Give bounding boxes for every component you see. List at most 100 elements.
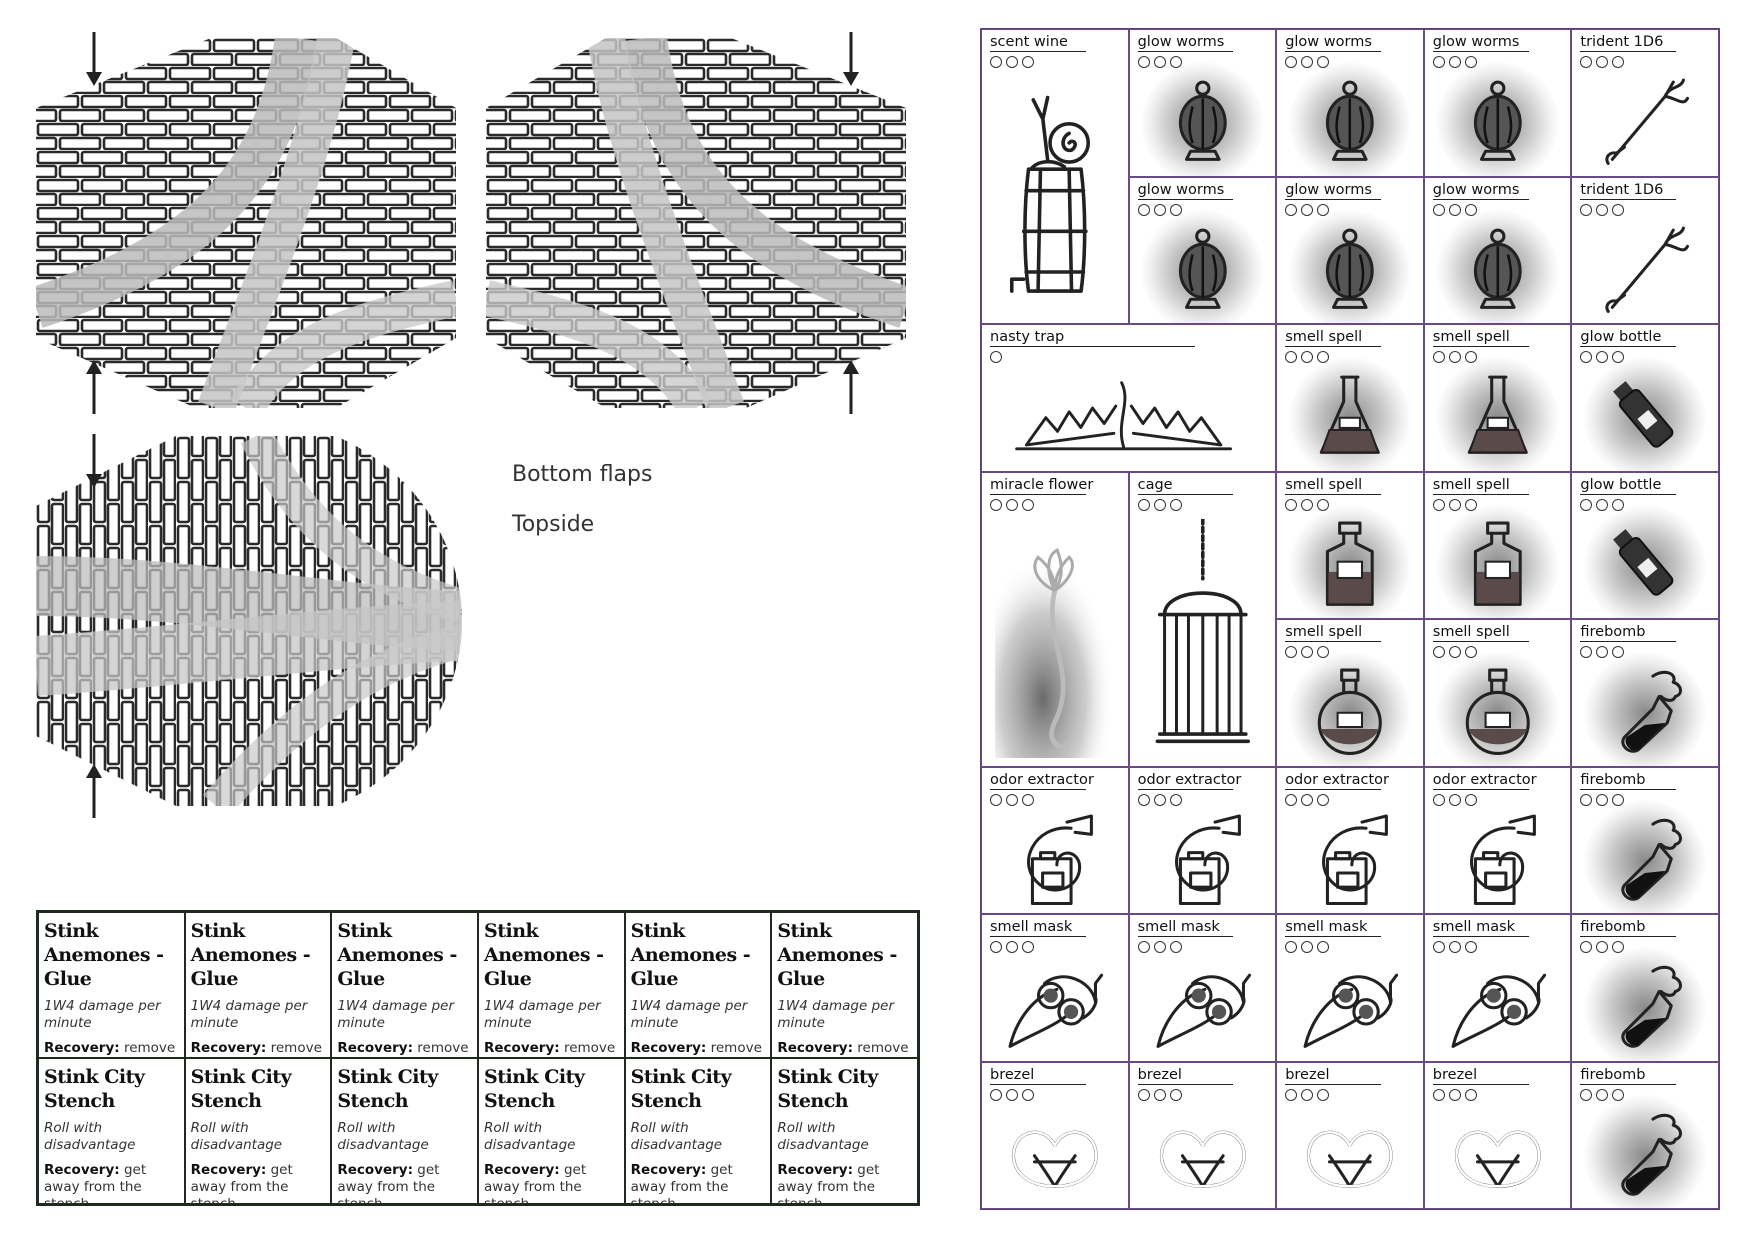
usage-pip-checkbox[interactable] — [1137, 1088, 1150, 1101]
usage-pip-checkbox[interactable] — [1317, 1088, 1330, 1101]
arrow-down-icon — [86, 32, 102, 86]
usage-pip-checkbox[interactable] — [1301, 646, 1314, 658]
usage-pip-checkbox[interactable] — [1612, 56, 1625, 68]
usage-pip-checkbox[interactable] — [1612, 203, 1625, 216]
usage-pip-checkbox[interactable] — [1137, 941, 1150, 953]
usage-pip-checkbox[interactable] — [1596, 351, 1609, 363]
usage-pip-checkbox[interactable] — [1596, 1088, 1609, 1101]
usage-pip-checkbox[interactable] — [1153, 498, 1166, 511]
usage-pip-checkbox[interactable] — [1285, 498, 1298, 511]
usage-pip-checkbox[interactable] — [1137, 498, 1150, 511]
usage-pip-checkbox[interactable] — [1432, 351, 1445, 363]
usage-pip-checkbox[interactable] — [1464, 1088, 1477, 1101]
usage-pip-checkbox[interactable] — [1006, 793, 1018, 806]
usage-pip-checkbox[interactable] — [1301, 351, 1314, 363]
usage-pip-checkbox[interactable] — [1153, 1088, 1166, 1101]
usage-pip-checkbox[interactable] — [1022, 56, 1034, 68]
usage-pip-checkbox[interactable] — [1580, 498, 1593, 511]
usage-pip-checkbox[interactable] — [1153, 793, 1166, 806]
usage-pip-checkbox[interactable] — [1301, 203, 1314, 216]
usage-pip-checkbox[interactable] — [1432, 1088, 1445, 1101]
usage-pip-checkbox[interactable] — [1432, 56, 1445, 68]
usage-pip-checkbox[interactable] — [1006, 56, 1018, 68]
label-bottom-flaps: Bottom flaps — [512, 462, 653, 487]
usage-pip-checkbox[interactable] — [1285, 941, 1298, 953]
usage-pip-checkbox[interactable] — [1448, 1088, 1461, 1101]
usage-pip-checkbox[interactable] — [1137, 793, 1150, 806]
usage-pip-checkbox[interactable] — [1285, 203, 1298, 216]
usage-pip-checkbox[interactable] — [1169, 498, 1182, 511]
usage-pip-checkbox[interactable] — [1464, 941, 1477, 953]
usage-pip-checkbox[interactable] — [990, 56, 1002, 68]
usage-pip-checkbox[interactable] — [1006, 941, 1018, 953]
usage-pip-checkbox[interactable] — [1301, 56, 1314, 68]
usage-pip-checkbox[interactable] — [1285, 646, 1298, 658]
usage-pip-checkbox[interactable] — [990, 941, 1002, 953]
usage-pip-checkbox[interactable] — [1432, 793, 1445, 806]
usage-pip-checkbox[interactable] — [1448, 646, 1461, 658]
usage-pip-checkbox[interactable] — [1580, 203, 1593, 216]
usage-pip-checkbox[interactable] — [1596, 646, 1609, 658]
arrow-up-icon — [86, 360, 102, 414]
usage-pip-checkbox[interactable] — [1169, 941, 1182, 953]
usage-pip-checkbox[interactable] — [1580, 793, 1593, 806]
usage-pip-checkbox[interactable] — [1285, 793, 1298, 806]
usage-pip-checkbox[interactable] — [1022, 793, 1034, 806]
usage-pip-checkbox[interactable] — [1301, 793, 1314, 806]
usage-pip-checkbox[interactable] — [1580, 941, 1593, 953]
usage-pip-checkbox[interactable] — [1301, 498, 1314, 511]
usage-pip-checkbox[interactable] — [990, 351, 1002, 363]
usage-pip-checkbox[interactable] — [1580, 56, 1593, 68]
usage-pip-checkbox[interactable] — [1285, 1088, 1298, 1101]
usage-pip-checkbox[interactable] — [1153, 203, 1166, 216]
item-card-smell-spell: smell spell — [1423, 619, 1572, 767]
usage-pip-checkbox[interactable] — [990, 498, 1002, 511]
usage-pip-checkbox[interactable] — [1285, 56, 1298, 68]
usage-pip-checkbox[interactable] — [1448, 203, 1461, 216]
usage-pip-checkbox[interactable] — [1596, 203, 1609, 216]
usage-pip-checkbox[interactable] — [1448, 498, 1461, 511]
usage-pip-checkbox[interactable] — [1153, 941, 1166, 953]
usage-pip-checkbox[interactable] — [1137, 203, 1150, 216]
usage-pip-checkbox[interactable] — [1432, 941, 1445, 953]
usage-pip-checkbox[interactable] — [1596, 56, 1609, 68]
usage-pip-checkbox[interactable] — [1153, 56, 1166, 68]
item-title: cage — [1137, 477, 1234, 495]
usage-pip-checkbox[interactable] — [1464, 793, 1477, 806]
usage-pip-checkbox[interactable] — [1317, 793, 1330, 806]
recovery-text: get away from the stench — [484, 1162, 587, 1204]
usage-pip-checkbox[interactable] — [1137, 56, 1150, 68]
usage-pip-checkbox[interactable] — [1596, 941, 1609, 953]
usage-pip-checkbox[interactable] — [1432, 646, 1445, 658]
usage-pip-checkbox[interactable] — [1596, 793, 1609, 806]
usage-pip-checkbox[interactable] — [1169, 793, 1182, 806]
plague-mask-icon — [1130, 959, 1276, 1061]
usage-pip-checkbox[interactable] — [1448, 941, 1461, 953]
usage-pip-checkbox[interactable] — [1285, 351, 1298, 363]
usage-pip-checkbox[interactable] — [1301, 1088, 1314, 1101]
usage-pip-checkbox[interactable] — [1432, 498, 1445, 511]
usage-pip-checkbox[interactable] — [1580, 1088, 1593, 1101]
usage-pip-checkbox[interactable] — [990, 1088, 1002, 1101]
usage-pip-checkbox[interactable] — [1448, 351, 1461, 363]
usage-pip-checkbox[interactable] — [1580, 351, 1593, 363]
usage-pip-checkbox[interactable] — [1169, 1088, 1182, 1101]
recovery-label: Recovery: — [337, 1162, 413, 1178]
usage-pip-checkbox[interactable] — [1580, 646, 1593, 658]
usage-pip-checkbox[interactable] — [1596, 498, 1609, 511]
usage-pip-checkbox[interactable] — [1301, 941, 1314, 953]
usage-pip-checkbox[interactable] — [1317, 941, 1330, 953]
usage-pip-checkbox[interactable] — [1022, 941, 1034, 953]
usage-pip-checkbox[interactable] — [1006, 498, 1018, 511]
usage-pip-checkbox[interactable] — [1448, 56, 1461, 68]
usage-pip-checkbox[interactable] — [1022, 1088, 1034, 1101]
usage-pip-checkbox[interactable] — [1448, 793, 1461, 806]
usage-pip-checkbox[interactable] — [1432, 203, 1445, 216]
condition-effect: 1W4 damage per minute — [190, 998, 308, 1031]
usage-pip-checkbox[interactable] — [990, 793, 1002, 806]
usage-pip-checkbox[interactable] — [1006, 1088, 1018, 1101]
usage-pip-checkbox[interactable] — [1022, 498, 1034, 511]
